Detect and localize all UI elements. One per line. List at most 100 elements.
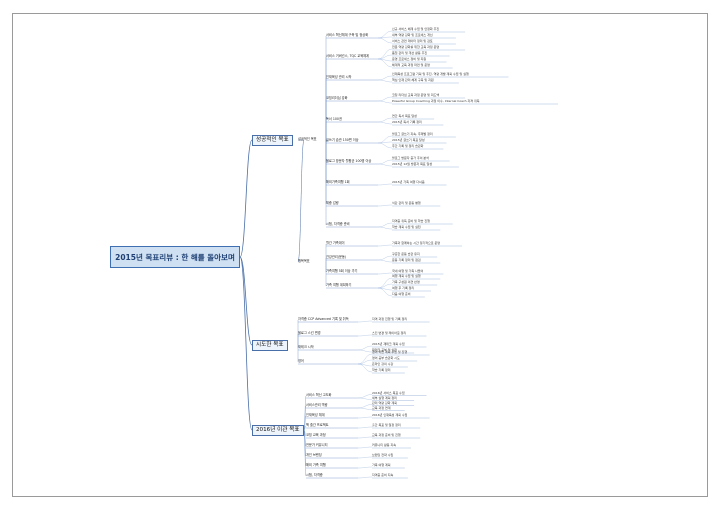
sub-topic[interactable]: 시험, 자격증 준비 [326,222,350,226]
leaf-item[interactable]: 서비스 관련 데이터 정리 및 검토 [392,39,433,43]
sub-topic[interactable]: 서비스 거버넌스, TQC 교육체계 [326,54,369,58]
sub-topic[interactable]: 블로그 스킨 변경 [298,331,321,335]
leaf-item[interactable]: 코칭 리더십 교육 과정 운영 및 피드백 [392,93,440,97]
sub-topic[interactable]: 코칭 교육 과정 [306,433,326,437]
leaf-item[interactable]: 2015년 12월 방문자 목표 달성 [392,162,433,166]
leaf-item[interactable]: 2015년 독서 기록 정리 [392,120,422,124]
branch-successful-goals[interactable]: 성공적인 목표 [252,135,293,146]
connector-line [239,256,253,431]
sub-topic[interactable]: 영어 [298,359,304,363]
leaf-item[interactable]: 가족과 함께하는 시간 정기적으로 운영 [392,241,440,245]
branch-2016-goals[interactable]: 2016년 이관 목표 [252,425,304,436]
leaf-item[interactable]: 국내 여행 및 가족 나들이 [392,269,424,273]
sub-topic[interactable]: 해외가족여행 1회 [326,180,350,184]
leaf-item[interactable]: 인재육성 프로그램 기획 및 추진, 역량 개발 계획 수립 및 실행 [392,72,469,76]
connector-line [303,415,307,431]
connector-line [357,416,373,419]
sub-topic[interactable]: 서비스관리 역량 [306,403,328,407]
group-happiness[interactable]: 행복목표 [298,259,310,263]
leaf-item[interactable]: 커뮤니티 활동 지속 [372,443,396,447]
leaf-item[interactable]: 전문 역량 강화를 위한 교육 과정 운영 [392,45,440,49]
sub-topic[interactable]: 개인 브랜딩 [306,453,322,457]
leaf-item[interactable]: 운영 프로세스 정비 및 지원 [392,57,427,61]
leaf-item[interactable]: 블로그 글쓰기 지속, 주제별 정리 [392,132,433,136]
connector-line [303,425,307,431]
leaf-item[interactable]: 여행 계획 수립 및 실행 [392,274,421,278]
leaf-item[interactable]: 꾸준한 운동 습관 유지 [392,252,420,256]
group-successful[interactable]: 성공적인 목표 [298,137,317,141]
sub-topic[interactable]: 인재육성 체계 [306,413,325,417]
leaf-item[interactable]: 학습 기록 정리 [372,368,391,372]
leaf-item[interactable]: 2015년 가족 여행 다녀옴 [392,180,425,184]
central-topic[interactable]: 2015년 목표리뷰 : 한 해를 돌아보며 [110,246,240,268]
sub-topic[interactable]: 전문가 커뮤니티 [306,443,328,447]
leaf-item[interactable]: 체계적 교육 과정 마련 및 운영 [392,63,430,67]
connector-line [357,407,373,410]
leaf-item[interactable]: 여행 후 기록 정리 [392,286,415,290]
leaf-item[interactable]: 가족 여행 계획 [372,463,391,467]
connector-line [357,404,373,409]
leaf-item[interactable]: 블로그 방문자 증가 추이 분석 [392,156,429,160]
connector-line [357,476,373,479]
sub-topic[interactable]: 시험, 자격증 [306,473,323,477]
leaf-item[interactable]: 자격증 취득 준비 및 학습 진행 [392,219,430,223]
leaf-item[interactable]: Powerful Group Coaching 과정 이수, Internal … [392,99,480,103]
leaf-item[interactable]: 운동 기록 정리 및 점검 [392,258,421,262]
leaf-item[interactable]: 학습 계획 수립 및 실천 [392,225,421,229]
leaf-item[interactable]: 출간 목표 및 일정 정리 [372,423,401,427]
leaf-item[interactable]: 내부 역량 강화 및 프로세스 개선 [392,33,433,37]
sub-topic[interactable]: 자격증 CCP Advanced 기록 및 취득 [298,317,349,321]
sub-topic[interactable]: 책 출간 프로젝트 [306,423,329,427]
sub-topic[interactable]: 서비스 혁신체계 구축 및 정상화 [326,33,369,37]
connector-line [357,345,373,351]
leaf-item[interactable]: 식단 관리 및 운동 병행 [392,201,421,205]
leaf-item[interactable]: 브랜딩 전략 수립 [372,453,394,457]
leaf-item[interactable]: 재테크 공부 및 실천 [372,348,397,352]
leaf-item[interactable]: 스킨 변경 및 레이아웃 정리 [372,331,407,335]
leaf-item[interactable]: 자격증 준비 지속 [372,473,394,477]
leaf-item[interactable]: 2015년 글쓰기 목표 달성 [392,138,425,142]
sub-topic[interactable]: 인재육성 관리 시작 [326,75,352,79]
leaf-item[interactable]: 관리 역량 강화 계획 [372,400,397,405]
leaf-item[interactable]: 온라인 강의 수강 [372,362,394,366]
connector-line [377,283,393,289]
sub-topic[interactable]: 코칭리더십 강화 [326,96,348,100]
leaf-item[interactable]: 영어 학습 계획 수립 및 진행 [372,350,408,354]
leaf-item[interactable]: 신규 서비스 체계 수립 및 안정화 추진 [392,27,440,31]
leaf-item[interactable]: 다음 여행 준비 [392,292,411,296]
sub-topic[interactable]: 독서 100권 [326,117,342,121]
page-frame [12,13,708,497]
connector-line [239,256,253,346]
connector-line [377,96,393,102]
sub-topic[interactable]: 글쓰기 습관 150편 이상 [326,138,359,142]
leaf-item[interactable]: 연간 독서 목표 달성 [392,114,417,118]
leaf-item[interactable]: 영어 공부 습관화 시도 [372,356,400,360]
sub-topic[interactable]: 건강관리(운동) [326,255,347,259]
sub-topic[interactable]: 가족 여행 계획하기 [326,283,352,287]
sub-topic[interactable]: 월간 가족데이 [326,241,345,245]
leaf-item[interactable]: 핵심 인재 관리 체계 구축 및 지원 [392,78,434,82]
leaf-item[interactable]: 가족 구성원 의견 반영 [392,280,420,284]
connector-line [357,397,373,400]
branch-attempted-goals[interactable]: 시도한 목표 [252,340,288,351]
leaf-item[interactable]: 세부 실행 계획 정리 [372,395,397,400]
connector-line [377,272,393,275]
sub-topic[interactable]: 블로그 방문자 월평균 100명 이상 [326,159,372,163]
leaf-item[interactable]: 2016년 인재육성 계획 수립 [372,413,408,417]
sub-topic[interactable]: 재테크 시작 [298,345,314,349]
connector-line [357,353,373,365]
leaf-item[interactable]: 교육 과정 연계 [372,405,391,410]
sub-topic[interactable]: 가족여행 5회 이상 가기 [326,269,358,273]
leaf-item[interactable]: 자격 과정 진행 및 기록 정리 [372,317,408,321]
leaf-item[interactable]: 2016년 서비스 목표 수립 [372,390,405,395]
sub-topic[interactable]: 서비스 혁신 고도화 [306,393,332,397]
leaf-item[interactable]: 품질 관리 및 개선 활동 추진 [392,51,428,55]
sub-topic[interactable]: 체중 감량 [326,201,339,205]
sub-topic[interactable]: 해외 가족 여행 [306,463,326,467]
leaf-item[interactable]: 2015년 재테크 계획 수립 [372,342,405,346]
leaf-item[interactable]: 교육 과정 준비 및 진행 [372,433,401,437]
connector-line [377,79,393,83]
leaf-item[interactable]: 주간 기록 및 정리 습관화 [392,144,424,148]
connector-line [377,142,393,149]
